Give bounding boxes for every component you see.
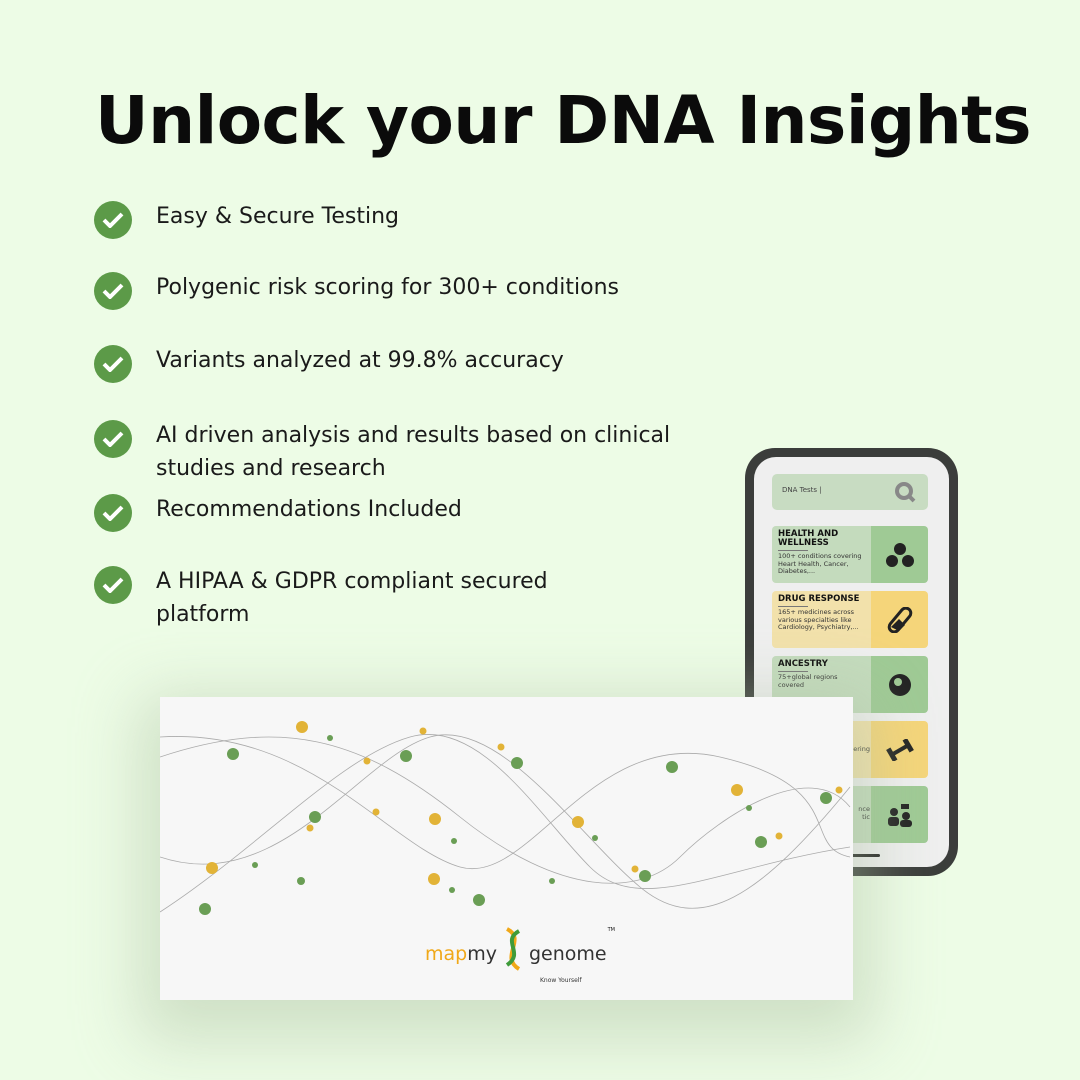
search-input[interactable]: DNA Tests | — [772, 474, 928, 510]
check-icon — [94, 566, 132, 604]
tagline: Know Yourself — [540, 977, 582, 984]
check-icon — [94, 345, 132, 383]
people-icon — [871, 786, 928, 843]
check-icon — [94, 494, 132, 532]
pill-icon — [871, 591, 928, 648]
dna-wave-graphic — [160, 721, 851, 915]
feature-item: Polygenic risk scoring for 300+ conditio… — [94, 272, 716, 310]
feature-item: Variants analyzed at 99.8% accuracy — [94, 345, 716, 383]
health-icon — [871, 526, 928, 583]
feature-item: Easy & Secure Testing — [94, 201, 716, 239]
dumbbell-icon — [871, 721, 928, 778]
dna-helix-logo-icon — [505, 927, 521, 971]
feature-item: Recommendations Included — [94, 494, 716, 532]
search-icon — [895, 482, 916, 503]
globe-pin-icon — [871, 656, 928, 713]
feature-item: AI driven analysis and results based on … — [94, 420, 716, 485]
check-icon — [94, 272, 132, 310]
headline: Unlock your DNA Insights — [95, 82, 1032, 159]
check-icon — [94, 201, 132, 239]
check-icon — [94, 420, 132, 458]
